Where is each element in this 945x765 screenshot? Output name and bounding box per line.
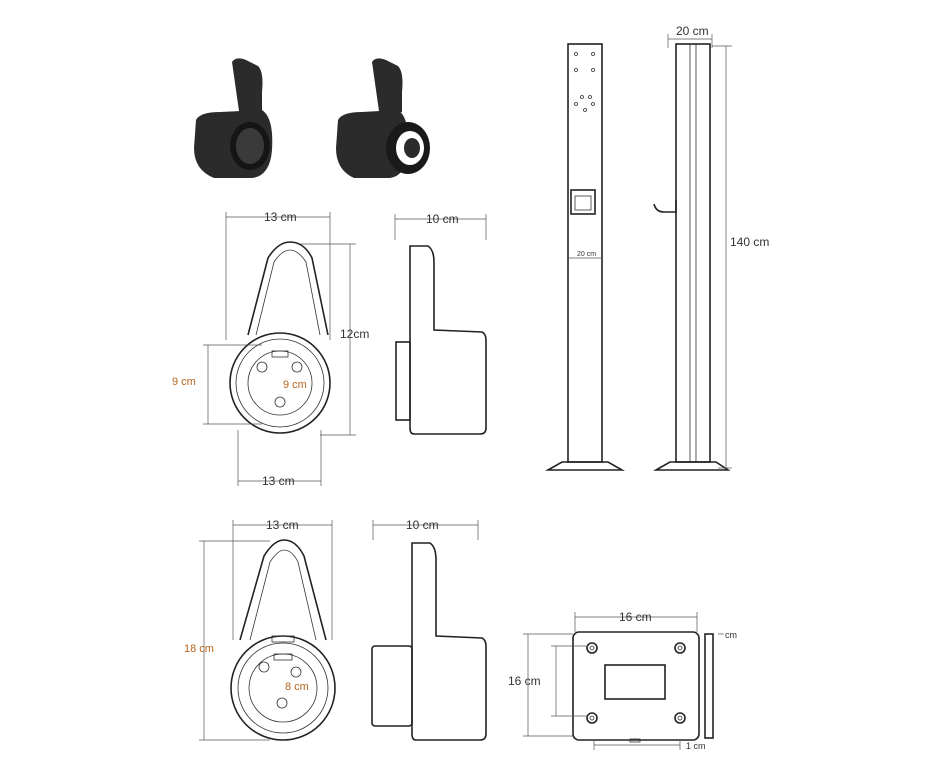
holder-b-width-dimension (232, 520, 333, 640)
mounting-plate-side-view (704, 633, 714, 739)
plate-width-label: 16 cm (619, 610, 652, 624)
holder-a-bottom-width-label: 13 cm (262, 474, 295, 488)
holder-a-pin-spacing-label: 9 cm (283, 379, 307, 391)
holder-b-depth-dimension (372, 520, 479, 540)
plate-offset-dimension (593, 740, 681, 750)
holder-b-side-view (371, 542, 487, 741)
holder-b-depth-label: 10 cm (406, 518, 439, 532)
holster-product-photo-open (194, 58, 273, 178)
holder-a-depth-dimension (394, 214, 487, 240)
holder-b-front-view (230, 539, 336, 741)
holder-b-width-label: 13 cm (266, 518, 299, 532)
holder-a-side-view (395, 245, 487, 435)
holder-b-pin-spacing-label: 8 cm (285, 681, 309, 693)
holder-a-depth-label: 10 cm (426, 212, 459, 226)
plate-side-depth-label: cm (725, 630, 737, 640)
holder-a-bottom-width-dimension (237, 430, 322, 486)
holder-a-socket-height-label: 9 cm (172, 376, 196, 388)
holder-a-socket-height-dimension (203, 344, 262, 425)
holder-a-height-label: 12cm (340, 327, 369, 341)
holder-a-width-dimension (225, 212, 331, 340)
plate-width-dimension (574, 612, 698, 632)
mounting-plate-front-view (572, 631, 700, 743)
pole-front-width-label: 20 cm (577, 251, 596, 258)
pole-front-view (544, 43, 626, 471)
holder-b-height-label: 18 cm (184, 643, 214, 655)
pole-height-dimension (712, 45, 732, 469)
holder-a-height-dimension (300, 243, 356, 436)
holder-b-height-dimension (199, 540, 270, 741)
plate-offset-label: 1 cm (686, 741, 706, 751)
pole-height-label: 140 cm (730, 235, 769, 249)
pole-width-label: 20 cm (676, 24, 709, 38)
holder-a-width-label: 13 cm (264, 210, 297, 224)
plate-height-dimension (523, 633, 588, 737)
plate-height-label: 16 cm (508, 674, 541, 688)
pole-side-view (652, 43, 731, 471)
holder-a-front-view (229, 241, 331, 434)
holster-product-photo-plug (336, 58, 430, 178)
